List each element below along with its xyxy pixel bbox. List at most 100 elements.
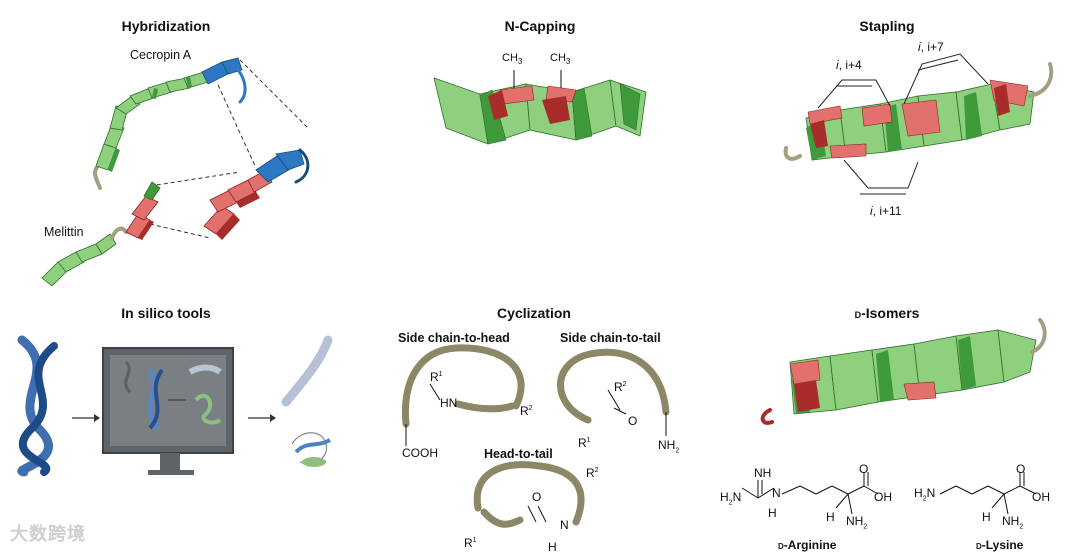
sch-r2-text: R — [520, 404, 529, 418]
sct-r1-sup: 1 — [586, 437, 591, 444]
hybrid-zoom-helix — [203, 148, 310, 240]
sct-nh2-text: NH — [658, 438, 676, 452]
methyl-2-text: CH — [550, 52, 566, 64]
htt-r2-sup: 2 — [594, 467, 599, 474]
arrow-2 — [248, 414, 276, 422]
head-to-tail-label: Head-to-tail — [484, 447, 553, 461]
sch-r1-text: R — [430, 370, 439, 384]
lys-h2n-2: 2 — [922, 495, 927, 503]
lys-nh2-text: NH — [1002, 514, 1020, 528]
sct-nh2-sub: 2 — [675, 447, 680, 455]
sct-nh2: NH2 — [658, 438, 679, 454]
sch-hn: HN — [440, 396, 458, 410]
arginine-name: D-Arginine — [778, 538, 836, 552]
cyclization-bonds — [405, 383, 667, 523]
sch-r2-sup: 2 — [528, 405, 533, 412]
cecropin-helix — [92, 57, 247, 190]
stapling-title: Stapling — [859, 18, 915, 34]
arg-h2n: H2N — [720, 490, 741, 506]
zoom-lines — [149, 59, 309, 239]
arg-nh2: NH2 — [846, 514, 867, 530]
staple-i11-rest: , i+11 — [872, 204, 902, 218]
htt-r1-sup: 1 — [472, 537, 477, 544]
sct-r1: R1 — [578, 436, 591, 450]
sch-r1-sup: 1 — [438, 371, 443, 378]
lys-nh2: NH2 — [1002, 514, 1023, 530]
lysine-name: D-Lysine — [976, 538, 1023, 552]
staple-i11-i: i — [870, 204, 873, 218]
side-chain-to-tail-label: Side chain-to-tail — [560, 331, 661, 345]
arg-n: N — [772, 486, 781, 500]
staple-i7-rest: , i+7 — [920, 40, 944, 54]
watermark-text: 大数跨境 — [10, 524, 86, 544]
arg-o: O — [859, 462, 869, 476]
ncapping-title: N-Capping — [504, 18, 576, 34]
methyl-1-sub: 3 — [517, 57, 523, 67]
sch-r2: R2 — [520, 404, 533, 418]
disomer-helix — [760, 318, 1047, 425]
sct-r2: R2 — [614, 380, 627, 394]
sch-cooh: COOH — [402, 446, 438, 460]
melittin-label: Melittin — [44, 225, 84, 239]
arginine-prefix: D — [778, 542, 784, 551]
arg-h2n-h: H — [720, 490, 729, 504]
staple-i7-label: i, i+7 — [918, 40, 944, 54]
arg-alpha-h: H — [826, 510, 835, 524]
arg-h2n-2: 2 — [728, 499, 733, 507]
methyl-label-2: CH3 — [550, 52, 570, 66]
staple-i4-label: i, i+4 — [836, 58, 862, 72]
stapling-helix — [783, 53, 1054, 195]
methyl-2-sub: 3 — [565, 57, 571, 67]
computer-monitor — [102, 347, 234, 475]
cyclization-title: Cyclization — [497, 305, 571, 321]
methyl-1-text: CH — [502, 52, 518, 64]
cecropin-label: Cecropin A — [130, 48, 192, 62]
lys-oh: OH — [1032, 490, 1050, 504]
htt-o: O — [532, 490, 542, 504]
insilico-title: In silico tools — [121, 305, 211, 321]
lys-alpha-h: H — [982, 510, 991, 524]
htt-h: H — [548, 540, 557, 554]
arg-nh: NH — [754, 466, 772, 480]
htt-n: N — [560, 518, 569, 532]
side-chain-to-head-label: Side chain-to-head — [398, 331, 510, 345]
sct-r2-text: R — [614, 380, 623, 394]
disomers-title-prefix: D — [854, 310, 862, 320]
lys-h2n-h: H — [914, 486, 923, 500]
dna-helix — [17, 335, 58, 477]
lysine-structure — [939, 472, 1037, 515]
predicted-structure — [281, 335, 333, 467]
htt-r1-text: R — [464, 536, 473, 550]
htt-r2: R2 — [586, 466, 599, 480]
sct-o: O — [628, 414, 638, 428]
lys-o: O — [1016, 462, 1026, 476]
arrow-1 — [72, 414, 100, 422]
staple-i11-label: i, i+11 — [870, 204, 901, 218]
arg-h2n-n: N — [732, 490, 742, 504]
staple-i4-i: i — [836, 58, 839, 72]
arg-h: H — [768, 506, 777, 520]
staple-i7-i: i — [918, 40, 921, 54]
hybridization-title: Hybridization — [121, 18, 211, 34]
lysine-rest: -Lysine — [981, 538, 1024, 552]
htt-r2-text: R — [586, 466, 595, 480]
methyl-label-1: CH3 — [502, 52, 522, 66]
htt-r1: R1 — [464, 536, 477, 550]
arg-nh2-text: NH — [846, 514, 864, 528]
sct-r1-text: R — [578, 436, 587, 450]
sct-r2-sup: 2 — [622, 381, 627, 388]
lysine-prefix: D — [976, 542, 982, 551]
arg-oh: OH — [874, 490, 892, 504]
disomers-title-rest: -Isomers — [861, 305, 920, 321]
arg-nh2-sub: 2 — [863, 523, 868, 531]
arginine-structure — [741, 472, 879, 515]
melittin-helix — [41, 181, 161, 287]
cyclization-loops — [401, 344, 670, 528]
lys-h2n: H2N — [914, 486, 935, 502]
lys-nh2-sub: 2 — [1019, 523, 1024, 531]
arginine-rest: -Arginine — [783, 538, 837, 552]
lys-h2n-n: N — [926, 486, 936, 500]
disomers-title: D-Isomers — [855, 305, 920, 321]
ncapping-helix — [433, 70, 647, 145]
